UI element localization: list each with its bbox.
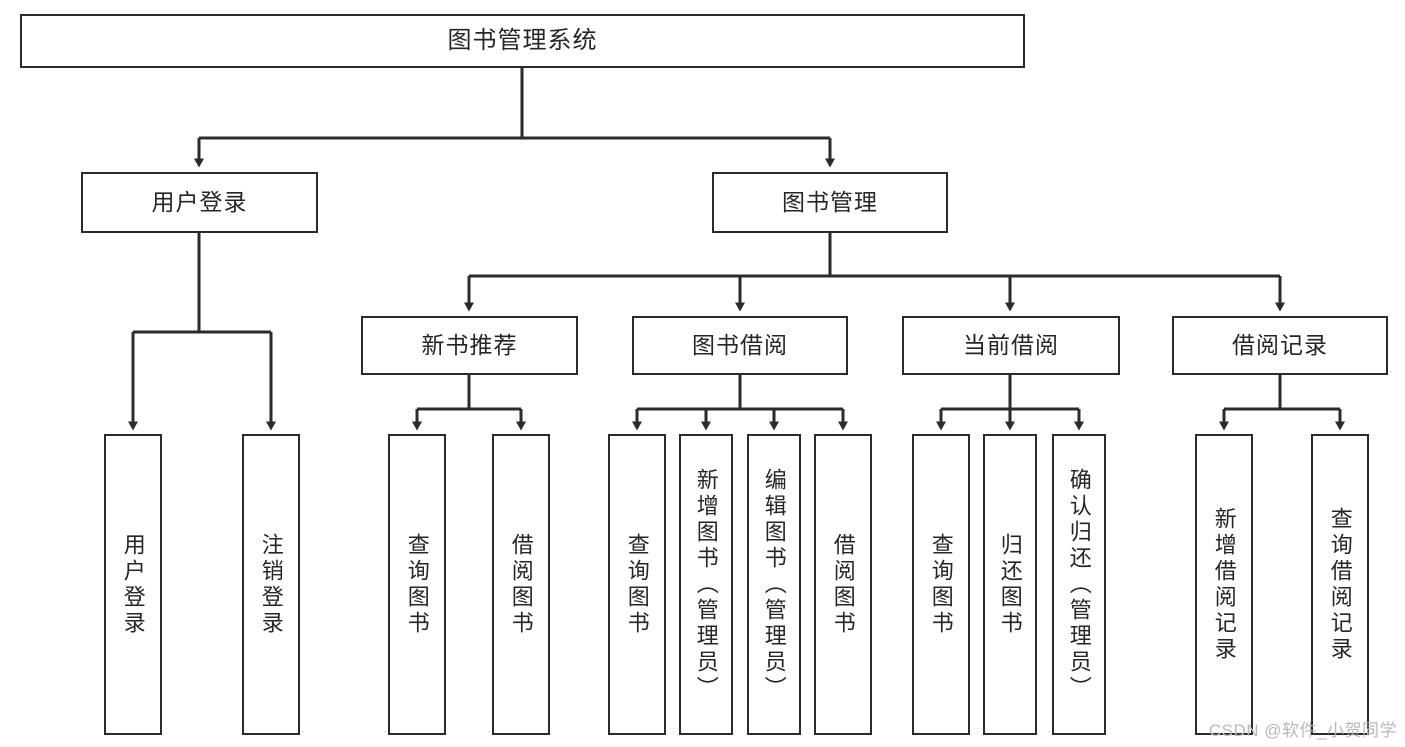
node-leaf-edit-book-label: 编辑图书（管理员） — [761, 467, 787, 702]
node-leaf-query-book-3-label: 查询图书 — [928, 532, 954, 637]
node-leaf-borrow-book-2-label: 借阅图书 — [830, 532, 856, 637]
node-root-system[interactable]: 图书管理系统 — [20, 14, 1025, 68]
node-leaf-borrow-book-1[interactable]: 借阅图书 — [492, 434, 550, 735]
node-leaf-return-book-label: 归还图书 — [997, 532, 1023, 637]
node-leaf-confirm-return-label: 确认归还（管理员） — [1066, 467, 1092, 702]
node-user-login[interactable]: 用户登录 — [81, 172, 318, 233]
node-current-borrow[interactable]: 当前借阅 — [902, 316, 1120, 375]
node-leaf-query-borrow-record-label: 查询借阅记录 — [1327, 506, 1353, 663]
node-leaf-add-book[interactable]: 新增图书（管理员） — [679, 434, 733, 735]
node-leaf-confirm-return[interactable]: 确认归还（管理员） — [1052, 434, 1106, 735]
node-leaf-logout-login[interactable]: 注销登录 — [242, 434, 300, 735]
csdn-watermark: CSDN @软件_小贺同学 — [1208, 721, 1397, 740]
node-book-manage[interactable]: 图书管理 — [712, 172, 948, 233]
node-leaf-query-book-1[interactable]: 查询图书 — [388, 434, 446, 735]
node-leaf-user-login-label: 用户登录 — [120, 532, 146, 637]
node-leaf-return-book[interactable]: 归还图书 — [983, 434, 1037, 735]
node-leaf-borrow-book-2[interactable]: 借阅图书 — [814, 434, 872, 735]
node-book-borrow[interactable]: 图书借阅 — [632, 316, 848, 375]
node-borrow-record-label: 借阅记录 — [1232, 332, 1328, 359]
node-book-borrow-label: 图书借阅 — [692, 332, 788, 359]
node-leaf-user-login[interactable]: 用户登录 — [104, 434, 162, 735]
node-user-login-label: 用户登录 — [151, 189, 248, 216]
node-leaf-add-book-label: 新增图书（管理员） — [693, 467, 719, 702]
node-root-system-label: 图书管理系统 — [447, 27, 598, 54]
node-new-book-recommend-label: 新书推荐 — [421, 332, 518, 359]
node-current-borrow-label: 当前借阅 — [963, 332, 1059, 359]
node-new-book-recommend[interactable]: 新书推荐 — [361, 316, 578, 375]
node-leaf-query-book-1-label: 查询图书 — [404, 532, 430, 637]
node-leaf-query-book-2-label: 查询图书 — [624, 532, 650, 637]
node-leaf-logout-login-label: 注销登录 — [258, 532, 284, 637]
node-leaf-add-borrow-record[interactable]: 新增借阅记录 — [1195, 434, 1253, 735]
node-leaf-query-book-2[interactable]: 查询图书 — [608, 434, 666, 735]
node-book-manage-label: 图书管理 — [782, 189, 878, 216]
node-leaf-query-book-3[interactable]: 查询图书 — [912, 434, 970, 735]
node-leaf-add-borrow-record-label: 新增借阅记录 — [1211, 506, 1237, 663]
node-borrow-record[interactable]: 借阅记录 — [1172, 316, 1388, 375]
node-leaf-edit-book[interactable]: 编辑图书（管理员） — [747, 434, 801, 735]
node-leaf-borrow-book-1-label: 借阅图书 — [508, 532, 534, 637]
node-leaf-query-borrow-record[interactable]: 查询借阅记录 — [1311, 434, 1369, 735]
